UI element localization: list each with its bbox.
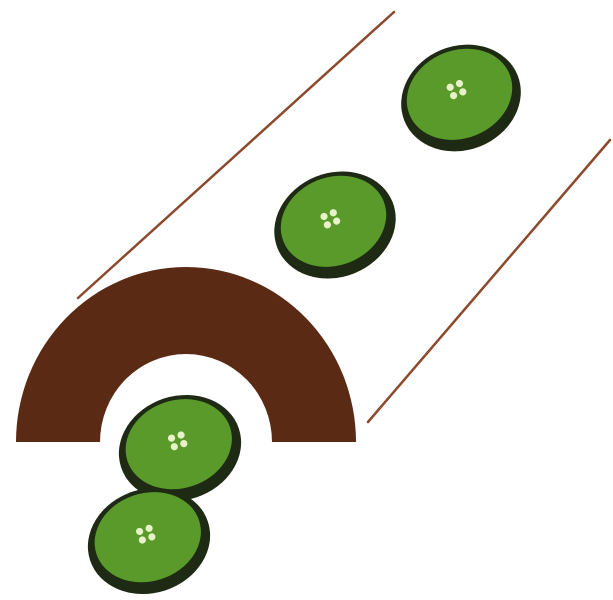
green-button-2: [258, 154, 412, 297]
green-button-1: [385, 27, 537, 169]
right-rail-line: [368, 140, 610, 422]
